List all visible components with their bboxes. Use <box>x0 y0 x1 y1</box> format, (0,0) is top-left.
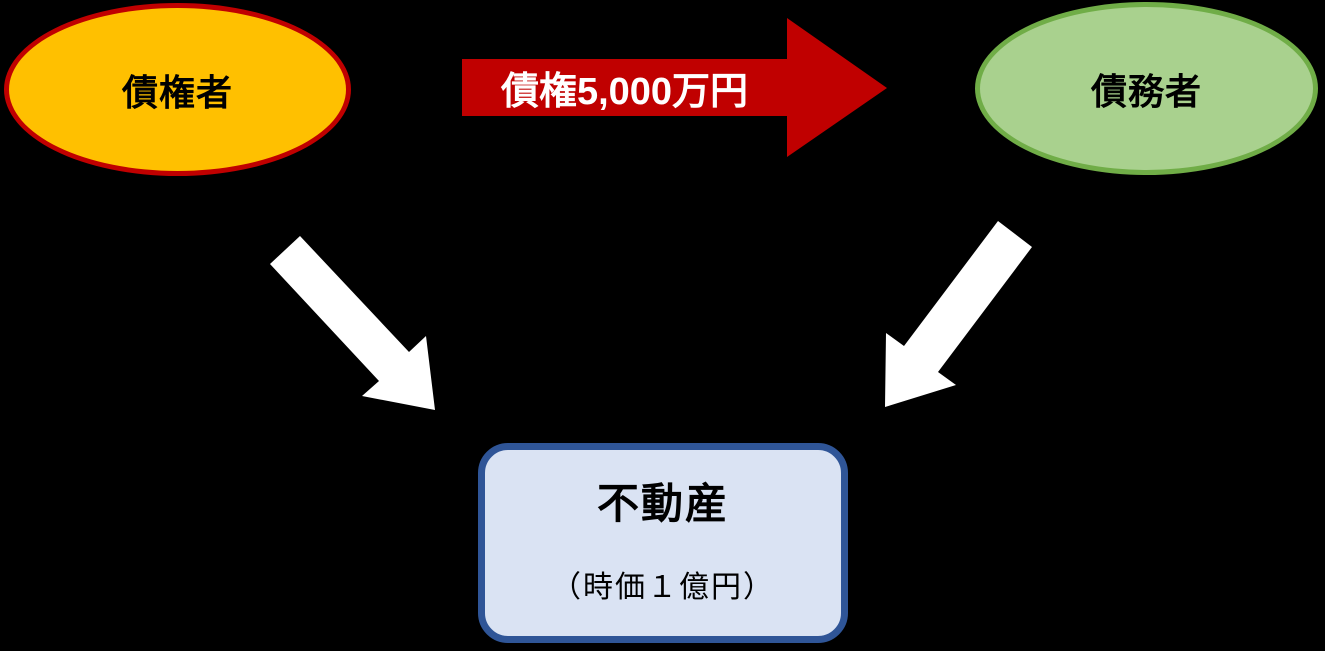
debtor-label: 債務者 <box>1090 70 1202 112</box>
property-title: 不動産 <box>596 480 729 527</box>
property-subtitle: （時価１億円） <box>551 571 775 604</box>
debtor-to-property-arrow-icon <box>885 221 1032 407</box>
creditor-label: 債権者 <box>121 71 233 113</box>
creditor-to-property-arrow-icon <box>270 236 435 410</box>
claim-arrow-label: 債権5,000万円 <box>500 71 749 113</box>
debtor-node: 債務者 <box>975 2 1318 175</box>
property-node: 不動産 （時価１億円） <box>478 443 848 643</box>
creditor-node: 債権者 <box>4 3 351 176</box>
claim-arrow-icon <box>462 18 887 157</box>
